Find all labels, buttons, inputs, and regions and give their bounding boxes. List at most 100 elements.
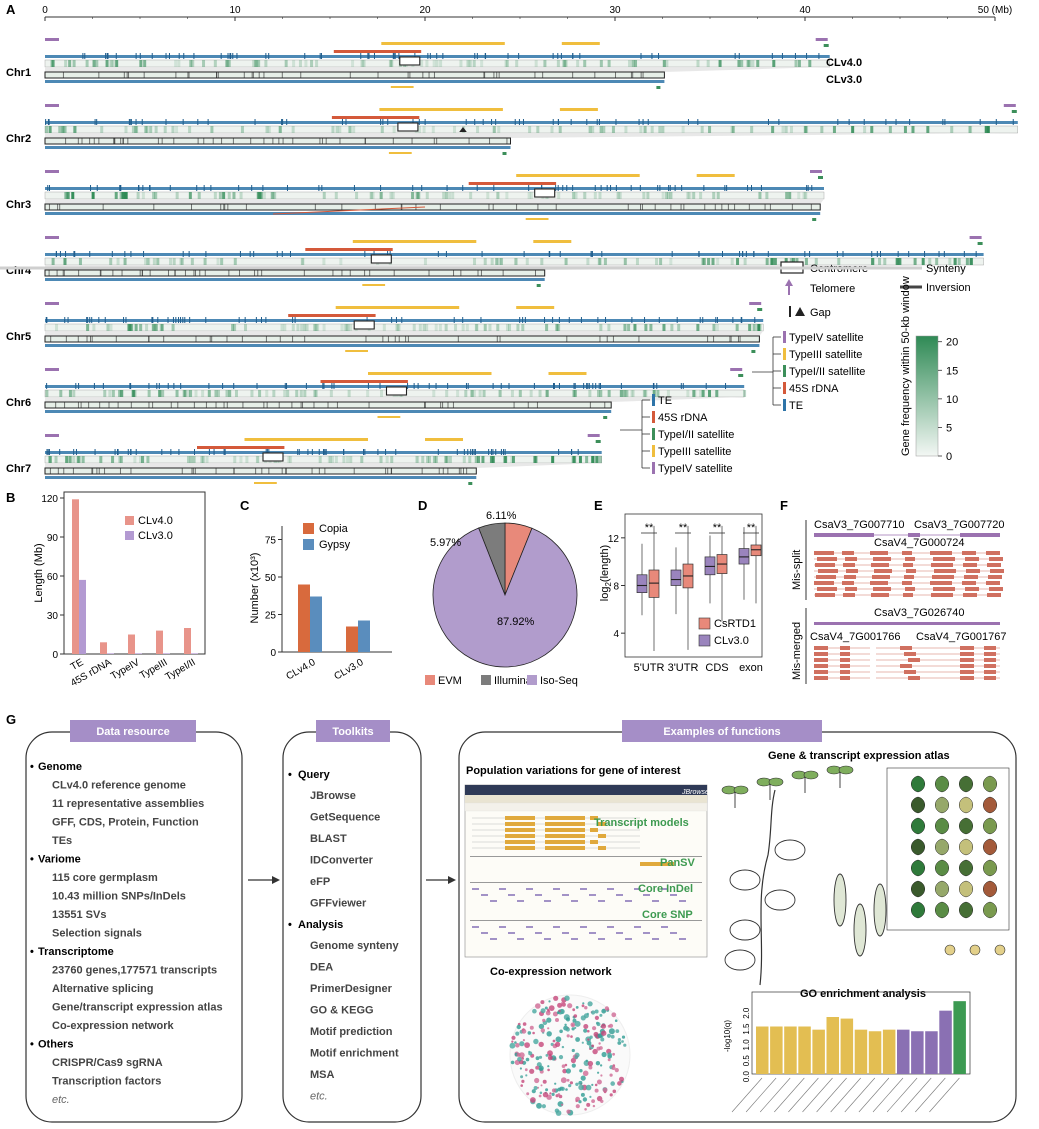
- gap-mark: [536, 402, 538, 408]
- te-tick: [807, 185, 809, 191]
- gap-mark: [130, 468, 132, 474]
- gap-mark: [49, 468, 51, 474]
- te-tick: [382, 119, 384, 125]
- typeiii-satellite-mark: [244, 438, 368, 441]
- gap-mark: [149, 270, 151, 276]
- snp-mark: [562, 932, 569, 934]
- gene-density-cell: [234, 390, 238, 397]
- network-node: [550, 1055, 557, 1061]
- bar-clv30: [135, 653, 142, 654]
- te-tick: [117, 449, 119, 455]
- typeiii-satellite-mark: [533, 240, 572, 243]
- network-node: [521, 1057, 524, 1060]
- te-tick: [447, 383, 449, 389]
- x-tick-label: TypeIII: [138, 657, 169, 682]
- y-tick-label: 30: [47, 611, 59, 622]
- network-node: [623, 1043, 627, 1047]
- gap-mark: [250, 138, 252, 144]
- gap-mark: [739, 336, 741, 342]
- transcript-exon: [840, 676, 850, 680]
- te-tick: [586, 383, 588, 389]
- slice-label-evm: 6.11%: [486, 510, 517, 522]
- gene-density-cell: [633, 324, 637, 331]
- te-tick: [182, 119, 184, 125]
- te-tick: [389, 251, 391, 257]
- network-node: [552, 1011, 558, 1017]
- te-tick: [284, 383, 286, 389]
- gap-mark: [400, 204, 402, 210]
- gap-mark: [77, 402, 79, 408]
- x-tick-label: 3'UTR: [668, 662, 699, 674]
- network-node: [516, 1024, 521, 1030]
- gene-density-cell: [897, 258, 901, 265]
- bullet-dot: •: [288, 919, 292, 931]
- toolkit-item: eFP: [310, 876, 330, 888]
- te-tick: [705, 383, 707, 389]
- gene-density-cell: [99, 456, 103, 463]
- te-tick: [363, 449, 365, 455]
- gene-density-cell: [318, 456, 322, 463]
- gene-density-cell: [91, 192, 95, 199]
- te-tick: [491, 119, 493, 125]
- network-node: [609, 1093, 613, 1097]
- typeiii-satellite-mark: [559, 108, 598, 111]
- gene-density-cell: [456, 390, 460, 397]
- legend-synteny: Synteny: [926, 263, 966, 275]
- te-tick: [424, 119, 426, 125]
- x-tick-label: 5'UTR: [634, 662, 665, 674]
- te-tick: [345, 119, 347, 125]
- legend-gap: Gap: [810, 307, 831, 319]
- bar-clv30: [107, 653, 114, 654]
- gene-density-cell: [557, 192, 561, 199]
- panel-f: F Mis-split Mis-merged CsaV3_7G007710 Cs…: [780, 498, 1007, 684]
- te-tick: [514, 119, 516, 125]
- gene-density-cell: [527, 192, 531, 199]
- te-tick: [500, 449, 502, 455]
- te-tick: [587, 383, 589, 389]
- gap-mark: [606, 336, 608, 342]
- gene-density-cell: [147, 390, 151, 397]
- te-tick: [255, 317, 257, 323]
- gene-density-cell: [203, 258, 207, 265]
- snp-mark: [490, 938, 497, 940]
- gap-mark: [349, 72, 351, 78]
- toolkit-item: JBrowse: [310, 790, 356, 802]
- leaf-heat-cell: [911, 859, 925, 877]
- cucumber-fruit-icon: [833, 873, 847, 927]
- gene-density-cell: [240, 126, 244, 133]
- gap-mark: [143, 72, 145, 78]
- transcript-exon: [505, 822, 535, 826]
- gap-mark: [683, 204, 685, 210]
- te-tick: [417, 383, 419, 389]
- gene-density-cell: [730, 258, 734, 265]
- gap-mark: [98, 72, 100, 78]
- gene-density-cell: [462, 456, 466, 463]
- te-tick: [45, 317, 47, 323]
- gene-density-cell: [482, 390, 486, 397]
- te-tick: [256, 383, 258, 389]
- gene-density-cell: [851, 126, 855, 133]
- gene-density-cell: [432, 456, 436, 463]
- gene-density-cell: [573, 390, 577, 397]
- network-node: [559, 1029, 563, 1034]
- panel-e-ylabel: log2(length): [599, 545, 613, 601]
- go-bar: [882, 1029, 896, 1074]
- gap-mark: [89, 138, 91, 144]
- te-tick: [172, 317, 174, 323]
- network-node: [586, 1102, 591, 1107]
- gene-density-cell: [73, 126, 77, 133]
- typeiii-satellite-mark: [516, 174, 640, 177]
- gene-density-cell: [322, 192, 326, 199]
- gene-density-cell: [255, 456, 259, 463]
- etc-label: etc.: [310, 1091, 328, 1103]
- go-bar: [953, 1001, 966, 1074]
- gene-density-cell: [296, 324, 300, 331]
- te-tick: [942, 119, 944, 125]
- network-node: [575, 1037, 580, 1042]
- network-node: [621, 1035, 626, 1039]
- network-node: [571, 1063, 576, 1068]
- transcript-exon: [814, 551, 834, 555]
- gap-mark: [377, 72, 379, 78]
- transcript-exon: [902, 551, 912, 555]
